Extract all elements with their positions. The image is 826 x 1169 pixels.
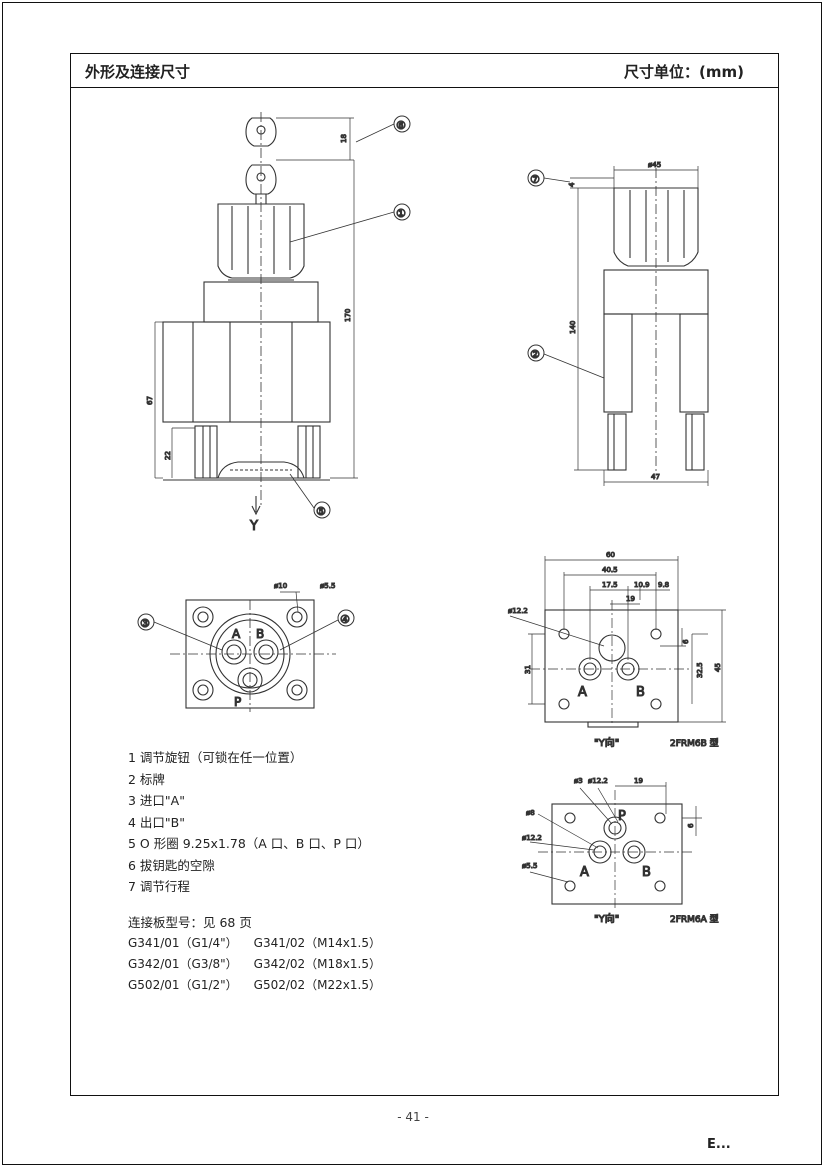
legend-item: 3 进口"A" — [128, 793, 185, 808]
callout-3: ③ — [140, 617, 150, 630]
legend-item: 5 O 形圈 9.25x1.78（A 口、B 口、P 口） — [128, 836, 370, 851]
dim-d5-5: ø5.5 — [320, 582, 335, 590]
frm6b-port-b: B — [636, 685, 645, 700]
frm6b-port-a: A — [578, 685, 587, 700]
port-p-label: P — [234, 695, 241, 709]
callout-6: ⑥ — [396, 119, 406, 132]
legend-item: 6 拔钥匙的空隙 — [128, 857, 215, 873]
dim-9-8: 9.8 — [658, 581, 669, 589]
legend-item: 4 出口"B" — [128, 814, 186, 830]
o-ring-seat — [217, 461, 305, 479]
port-a-label: A — [232, 627, 241, 641]
dim-32-5: 32.5 — [696, 662, 704, 678]
y-direction-label: Y — [249, 519, 258, 534]
callout-7: ⑦ — [530, 173, 540, 186]
subplate-row: G342/01（G3/8"） G342/02（M18x1.5） — [128, 954, 381, 975]
callout-2: ② — [530, 348, 540, 361]
frm6a-dim-d5-5: ø5.5 — [522, 862, 537, 870]
dim-18: 18 — [340, 134, 348, 143]
bottom-view — [137, 591, 355, 712]
subplate-list: 连接板型号：见 68 页 G341/01（G1/4"） G341/02（M14x1… — [128, 912, 381, 996]
dim-170: 170 — [344, 309, 352, 322]
dim-6: 6 — [682, 639, 690, 644]
frm6a-dim-d12-2: ø12.2 — [522, 834, 542, 842]
subplate-model: G342/01（G3/8"） — [128, 957, 238, 971]
subplate-row: G341/01（G1/4"） G341/02（M14x1.5） — [128, 933, 381, 954]
legend-item: 1 调节旋钮（可锁在任一位置） — [128, 750, 303, 765]
subplate-model: G502/02（M22x1.5） — [253, 978, 381, 992]
frm6a-view — [529, 782, 702, 908]
callouts-side — [313, 115, 411, 519]
dim-47: 47 — [651, 473, 660, 481]
callout-1: ① — [396, 207, 406, 220]
frm6a-dim-19: 19 — [634, 777, 643, 785]
callout-5: ⑤ — [316, 505, 326, 518]
frm6a-y-direction: "Y向" — [594, 912, 619, 925]
adjust-knob — [217, 203, 305, 279]
dim-17-5: 17.5 — [602, 581, 618, 589]
corner-mark: E... — [707, 1137, 731, 1152]
frm6b-view — [509, 556, 726, 728]
dim-d10: ø10 — [274, 582, 287, 590]
subplate-title: 连接板型号：见 68 页 — [128, 915, 252, 930]
dim-19: 19 — [626, 595, 635, 603]
frm6a-port-a: A — [580, 865, 589, 880]
dim-4: 4 — [568, 182, 576, 187]
key-lower — [245, 164, 277, 195]
frm6a-dim-6: 6 — [687, 823, 695, 828]
dim-40-5: 40.5 — [602, 566, 618, 574]
drawing-frame: 外形及连接尺寸 尺寸单位：(mm) — [70, 53, 779, 1096]
dim-45: 45 — [714, 663, 722, 672]
frm6a-dim-d8: ø8 — [526, 809, 535, 817]
dim-10-9: 10.9 — [634, 581, 650, 589]
parts-legend: 1 调节旋钮（可锁在任一位置） 2 标牌 3 进口"A" 4 出口"B" 5 O… — [128, 747, 370, 898]
dim-140: 140 — [569, 321, 577, 334]
valve-body — [162, 321, 331, 423]
page-number: - 41 - — [397, 1110, 429, 1124]
frm6a-dim-d3: ø3 — [574, 777, 583, 785]
side-view — [154, 112, 395, 516]
subplate-row: G502/01（G1/2"） G502/02（M22x1.5） — [128, 975, 381, 996]
frm6b-model: 2FRM6B 型 — [670, 738, 719, 749]
header-bar: 外形及连接尺寸 尺寸单位：(mm) — [71, 54, 778, 88]
knob-right — [613, 187, 699, 267]
frm6a-port-p: P — [618, 809, 626, 824]
legend-item: 2 标牌 — [128, 771, 165, 787]
frm6a-dim-d12-2-top: ø12.2 — [588, 777, 608, 785]
frm6b-y-direction: "Y向" — [594, 736, 619, 749]
port-b-label: B — [256, 627, 264, 641]
subplate-model: G342/02（M18x1.5） — [253, 957, 381, 971]
dim-31: 31 — [524, 665, 532, 674]
unit-note: 尺寸单位：(mm) — [624, 63, 744, 81]
dim-60: 60 — [606, 551, 615, 559]
key-upper — [245, 117, 277, 147]
callout-4: ④ — [340, 613, 350, 626]
subplate-model: G502/01（G1/2"） — [128, 978, 238, 992]
dim-d45: ø45 — [648, 161, 661, 169]
legend-item: 7 调节行程 — [128, 879, 190, 894]
subplate-model: G341/02（M14x1.5） — [253, 936, 381, 950]
frm6a-model: 2FRM6A 型 — [670, 914, 719, 925]
page-title: 外形及连接尺寸 — [85, 63, 191, 81]
dim-67: 67 — [146, 396, 154, 405]
dim-d12-2: ø12.2 — [508, 607, 528, 615]
right-view — [527, 166, 709, 486]
subplate-model: G341/01（G1/4"） — [128, 936, 238, 950]
dim-22: 22 — [164, 451, 172, 460]
frm6a-port-b: B — [642, 865, 651, 880]
